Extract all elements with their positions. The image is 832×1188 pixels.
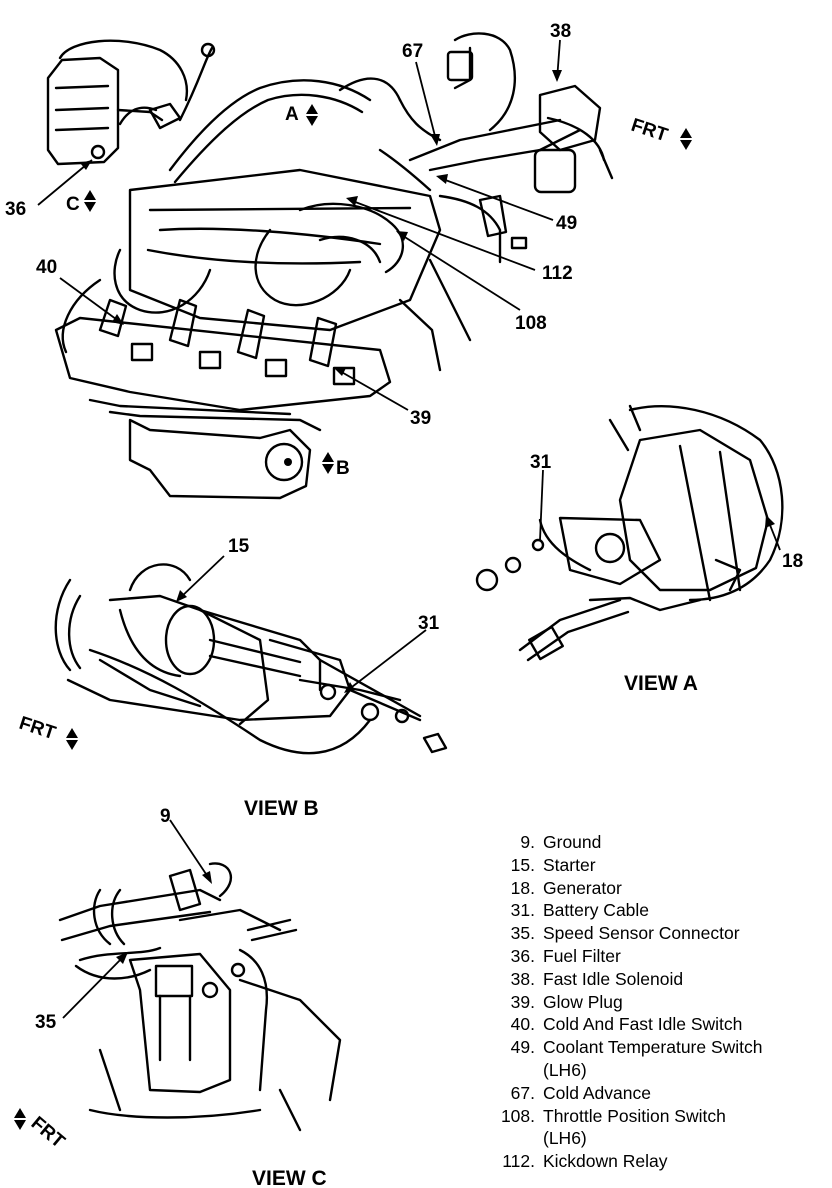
legend-text: Cold Advance <box>543 1082 651 1103</box>
callout-31-view-a: 31 <box>530 452 552 473</box>
frt-arrow-view-b-icon <box>66 728 78 750</box>
legend-text: (LH6) <box>543 1059 587 1080</box>
view-c-speed-sensor-drawing <box>58 862 342 1132</box>
legend-item: 39. Glow Plug <box>490 991 820 1014</box>
view-b-title: VIEW B <box>244 797 319 820</box>
legend-number: 40. <box>510 1014 535 1035</box>
legend-text: Throttle Position Switch <box>543 1105 726 1126</box>
legend-item: 15. Starter <box>490 854 820 877</box>
legend-text: Glow Plug <box>543 991 623 1012</box>
legend-number: 36. <box>510 945 535 966</box>
legend-number: 9. <box>520 832 535 852</box>
legend-item: 67. Cold Advance <box>490 1082 820 1105</box>
legend-text: Ground <box>543 832 602 852</box>
callout-112: 112 <box>542 263 573 284</box>
legend-number: 67. <box>510 1082 535 1103</box>
view-b-starter-drawing <box>54 563 448 755</box>
callout-38: 38 <box>550 21 571 42</box>
legend-number: 31. <box>510 900 535 921</box>
callout-31-view-b: 31 <box>418 613 440 634</box>
glow-plugs <box>98 298 356 386</box>
callout-36: 36 <box>5 199 26 220</box>
legend-item: (LH6) <box>490 1059 820 1082</box>
arrow-b-icon <box>322 452 334 474</box>
view-a-title: VIEW A <box>624 672 698 695</box>
legend-number: 49. <box>510 1037 535 1058</box>
legend-number: 15. <box>510 854 535 875</box>
legend-item: 18. Generator <box>490 877 820 900</box>
parts-legend: 9. Ground 15. Starter 18. Generator 31. Battery… <box>490 831 820 1173</box>
callout-49: 49 <box>556 213 577 234</box>
direction-b-label: B <box>336 458 350 479</box>
legend-text: Cold And Fast Idle Switch <box>543 1014 743 1035</box>
frt-arrow-view-c-icon <box>14 1108 26 1130</box>
frt-arrow-main-icon <box>680 128 692 150</box>
frt-label-view-b: FRT <box>16 713 58 745</box>
legend-item: 35. Speed Sensor Connector <box>490 922 820 945</box>
legend-number: 38. <box>510 968 535 989</box>
callout-15: 15 <box>228 536 250 557</box>
view-a-generator-drawing <box>475 404 784 662</box>
arrow-a-icon <box>306 104 318 126</box>
legend-number <box>490 1127 543 1150</box>
legend-text: Starter <box>543 854 596 875</box>
view-c-title: VIEW C <box>252 1167 327 1188</box>
arrow-c-icon <box>84 190 96 212</box>
legend-item: 31. Battery Cable <box>490 899 820 922</box>
legend-text: Speed Sensor Connector <box>543 923 740 944</box>
callout-18: 18 <box>782 551 803 572</box>
callout-35: 35 <box>35 1012 57 1033</box>
legend-number: 35. <box>510 923 535 944</box>
legend-item: 49. Coolant Temperature Switch <box>490 1036 820 1059</box>
legend-text: Battery Cable <box>543 900 650 921</box>
legend-number: 112. <box>502 1151 535 1172</box>
legend-number: 108. <box>500 1105 535 1126</box>
callout-39: 39 <box>410 408 431 429</box>
legend-text: (LH6) <box>543 1128 587 1149</box>
callout-40: 40 <box>36 257 57 278</box>
legend-number: 18. <box>510 877 535 898</box>
legend-item: 112. Kickdown Relay <box>490 1150 820 1173</box>
callout-9: 9 <box>160 806 171 827</box>
legend-item: 36. Fuel Filter <box>490 945 820 968</box>
legend-text: Fuel Filter <box>543 945 621 966</box>
legend-text: Coolant Temperature Switch <box>543 1037 763 1058</box>
engine-illustration <box>46 32 614 500</box>
legend-item: 9. Ground <box>490 831 820 854</box>
frt-label-main: FRT <box>628 115 670 147</box>
legend-item: 38. Fast Idle Solenoid <box>490 968 820 991</box>
legend-text: Generator <box>543 877 622 898</box>
legend-item: (LH6) <box>490 1127 820 1150</box>
callout-108: 108 <box>515 313 547 334</box>
direction-a-label: A <box>285 104 299 125</box>
legend-number: 39. <box>510 991 535 1012</box>
direction-c-label: C <box>66 194 80 215</box>
callout-67: 67 <box>402 41 423 62</box>
legend-text: Kickdown Relay <box>543 1151 668 1172</box>
legend-item: 40. Cold And Fast Idle Switch <box>490 1013 820 1036</box>
frt-label-view-c: FRT <box>27 1113 69 1153</box>
fuel-filter-drawing <box>46 39 189 166</box>
legend-text: Fast Idle Solenoid <box>543 968 684 989</box>
legend-item: 108. Throttle Position Switch <box>490 1105 820 1128</box>
legend-number <box>490 1059 543 1082</box>
